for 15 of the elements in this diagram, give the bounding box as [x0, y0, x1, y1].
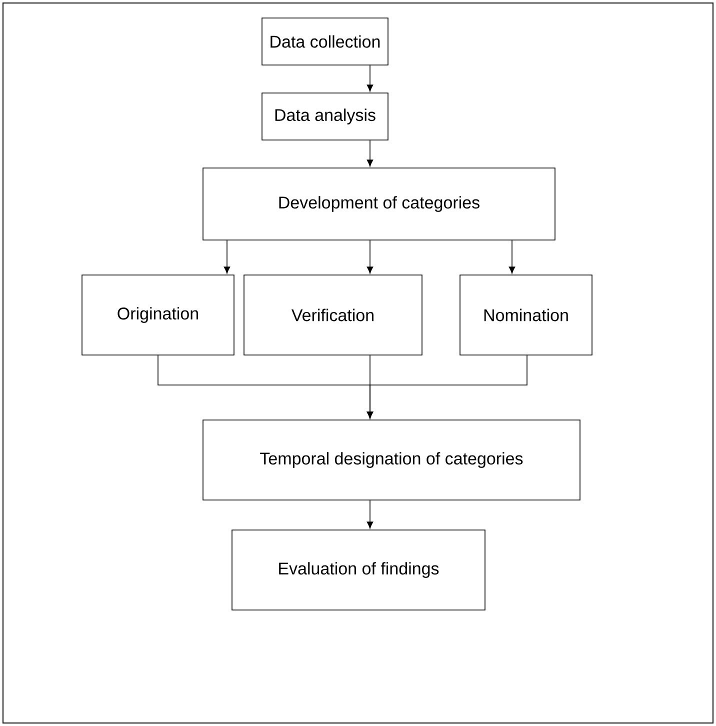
- process-box: Development of categories: [202, 168, 556, 240]
- arrow: [366, 65, 374, 92]
- arrow: [366, 355, 528, 419]
- process-box: Temporal designation of categories: [202, 420, 580, 500]
- arrow: [366, 500, 374, 529]
- process-box: Nomination: [460, 274, 592, 356]
- process-box: Data analysis: [262, 92, 388, 140]
- process-box: Evaluation of findings: [232, 530, 486, 610]
- process-box: Origination: [82, 274, 234, 356]
- process-box: Data collection: [262, 18, 388, 66]
- arrow: [224, 240, 230, 274]
- arrow: [508, 240, 516, 274]
- arrow: [366, 240, 374, 274]
- process-box: Verification: [244, 274, 422, 356]
- arrow: [366, 140, 374, 167]
